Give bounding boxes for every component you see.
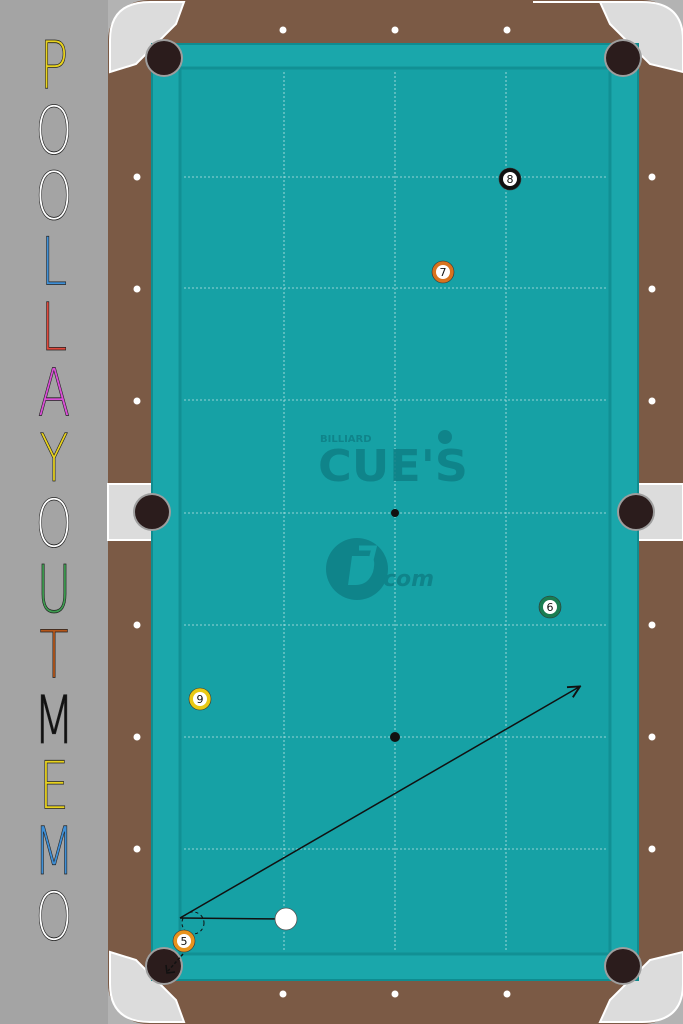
diamond	[648, 733, 656, 741]
title-letter: O	[35, 93, 72, 170]
logo-main-text: CUE'S	[318, 441, 468, 492]
pocket-side-right	[617, 493, 655, 531]
diamond	[391, 990, 399, 998]
corner-plate-top-right	[533, 1, 683, 74]
pocket-top-left	[145, 39, 183, 77]
logo-domain-text: com	[383, 567, 434, 592]
ball-number: 9	[197, 693, 204, 706]
title-letter: O	[35, 879, 72, 956]
title-letter: P	[40, 27, 69, 104]
diamond	[133, 285, 141, 293]
shot-path	[165, 687, 579, 974]
diamond	[279, 990, 287, 998]
title-letter: A	[38, 355, 71, 432]
diamond	[648, 621, 656, 629]
pocket-bottom-right	[604, 947, 642, 985]
diamond	[133, 845, 141, 853]
title-letter: M	[33, 813, 74, 890]
diamond	[648, 285, 656, 293]
ball-6[interactable]: 6	[538, 595, 562, 619]
cue-ball[interactable]	[274, 907, 298, 931]
diamond	[503, 26, 511, 34]
ball-number: 7	[440, 266, 447, 279]
logo-small-text: BILLIARD	[320, 434, 372, 445]
diamond	[648, 173, 656, 181]
pocket-side-left	[133, 493, 171, 531]
bank-line	[179, 687, 579, 919]
pocket-top-right	[604, 39, 642, 77]
ghost-ball	[181, 911, 205, 935]
diamond	[133, 173, 141, 181]
cue-line	[179, 917, 286, 920]
corner-plate-bottom-left	[109, 950, 186, 1023]
ball-number: 5	[181, 935, 188, 948]
title-letter: U	[37, 551, 72, 628]
ball-number: 6	[547, 601, 554, 614]
diamond	[503, 990, 511, 998]
side-plate-left	[107, 483, 155, 541]
diamond	[279, 26, 287, 34]
pocket-arrow	[167, 953, 184, 972]
center-spot	[391, 509, 399, 517]
ball-5[interactable]: 5	[172, 929, 196, 953]
diamond	[648, 845, 656, 853]
dcom-logo: com	[326, 538, 434, 600]
title-letter: M	[33, 682, 74, 759]
ball-number: 8	[507, 173, 514, 186]
diamond	[391, 26, 399, 34]
ball-9[interactable]: 9	[188, 687, 212, 711]
title-letter: E	[39, 748, 69, 825]
title-letter: O	[35, 158, 72, 235]
foot-spot	[390, 732, 400, 742]
title-letter: L	[41, 289, 67, 366]
diamond	[648, 397, 656, 405]
diamond	[133, 733, 141, 741]
ball-7[interactable]: 7	[431, 260, 455, 284]
diamond	[133, 397, 141, 405]
rail-diamonds	[133, 26, 656, 998]
diamond	[133, 621, 141, 629]
ball-8[interactable]: 8	[498, 167, 522, 191]
title-letter: Y	[39, 420, 68, 497]
pocket-bottom-left	[145, 947, 183, 985]
title-letter: T	[39, 617, 68, 694]
title-letter: O	[35, 486, 72, 563]
cues-logo: BILLIARD CUE'S	[318, 430, 468, 492]
title-letter: L	[41, 224, 67, 301]
